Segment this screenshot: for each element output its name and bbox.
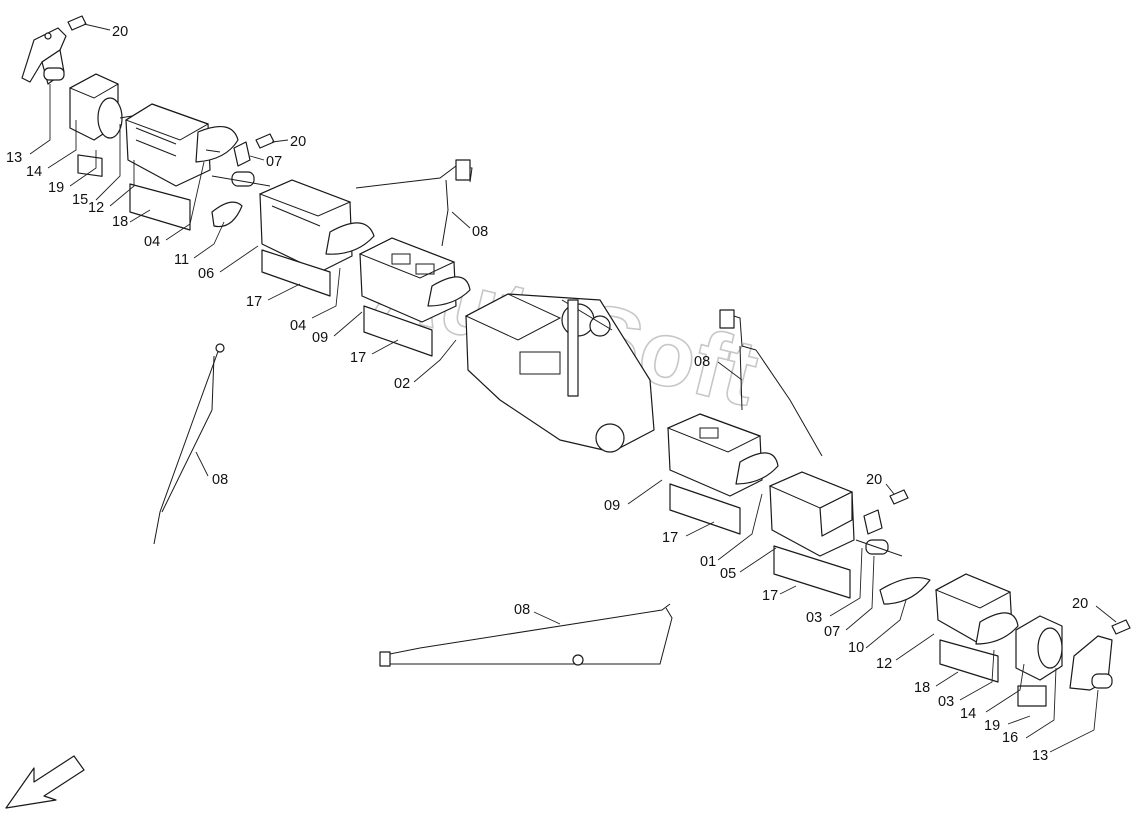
part-11 <box>211 201 243 228</box>
callout-17: 17 <box>762 588 778 604</box>
part-plate-18-a <box>129 183 191 231</box>
callout-19: 19 <box>984 718 1000 734</box>
callout-12: 12 <box>876 656 892 672</box>
callout-10: 10 <box>848 640 864 656</box>
part-plate-20-d <box>1111 619 1131 635</box>
part-shaft-07-b <box>855 509 903 557</box>
callout-13: 13 <box>1032 748 1048 764</box>
part-lever-08-c <box>153 343 225 545</box>
callout-03: 03 <box>806 610 822 626</box>
part-housing-09-a <box>358 237 471 323</box>
callout-15: 15 <box>72 192 88 208</box>
part-plate-20-b <box>255 133 275 149</box>
part-bracket-left <box>21 27 67 85</box>
callout-07: 07 <box>266 154 282 170</box>
part-plate-18-b <box>939 639 999 683</box>
callout-18: 18 <box>914 680 930 696</box>
callout-09: 09 <box>604 498 620 514</box>
callout-02: 02 <box>394 376 410 392</box>
part-plate-19-a <box>77 154 103 177</box>
callout-09: 09 <box>312 330 328 346</box>
part-housing-12-b <box>934 573 1019 645</box>
direction-arrow <box>5 755 85 809</box>
callout-16: 16 <box>1002 730 1018 746</box>
callout-13: 13 <box>6 150 22 166</box>
part-housing-12-a <box>124 103 239 187</box>
callout-11: 11 <box>174 252 189 268</box>
part-bracket-right <box>1069 635 1113 691</box>
part-housing-06 <box>258 179 375 273</box>
callout-05: 05 <box>720 566 736 582</box>
callout-03: 03 <box>938 694 954 710</box>
part-center-body-02 <box>464 293 655 453</box>
part-plate-17-c <box>669 483 741 535</box>
callout-12: 12 <box>88 200 104 216</box>
part-plate-17-d <box>773 545 851 599</box>
callout-20: 20 <box>290 134 306 150</box>
callout-20: 20 <box>1072 596 1088 612</box>
part-plate-20-c <box>889 489 909 505</box>
callout-08: 08 <box>212 472 228 488</box>
part-lever-08-d <box>379 603 673 667</box>
callout-07: 07 <box>824 624 840 640</box>
part-housing-09-b <box>666 413 779 497</box>
callout-17: 17 <box>246 294 262 310</box>
part-10 <box>879 577 931 605</box>
callout-17: 17 <box>662 530 678 546</box>
callout-20: 20 <box>112 24 128 40</box>
callout-08: 08 <box>472 224 488 240</box>
part-housing-01 <box>768 471 855 557</box>
callout-01: 01 <box>700 554 716 570</box>
callout-19: 19 <box>48 180 64 196</box>
callout-17: 17 <box>350 350 366 366</box>
callout-14: 14 <box>26 164 42 180</box>
part-plate-17-b <box>363 305 433 357</box>
callout-06: 06 <box>198 266 214 282</box>
part-lever-08-b <box>719 309 823 457</box>
callout-14: 14 <box>960 706 976 722</box>
callout-04: 04 <box>144 234 160 250</box>
leader-lines <box>29 23 1117 753</box>
callout-18: 18 <box>112 214 128 230</box>
part-gearbox-left <box>68 73 133 141</box>
part-gearbox-right <box>1015 615 1063 681</box>
part-plate-17-a <box>261 249 331 297</box>
part-lever-08-a <box>355 159 473 247</box>
part-shaft-07-a <box>211 141 271 187</box>
callout-labels: 20 13 14 19 15 12 18 04 11 20 07 06 17 0… <box>6 24 1088 764</box>
part-plate-20-a <box>67 15 87 31</box>
callout-08: 08 <box>694 354 710 370</box>
callout-08: 08 <box>514 602 530 618</box>
part-plate-19-b <box>1017 685 1047 707</box>
callout-20: 20 <box>866 472 882 488</box>
callout-04: 04 <box>290 318 306 334</box>
